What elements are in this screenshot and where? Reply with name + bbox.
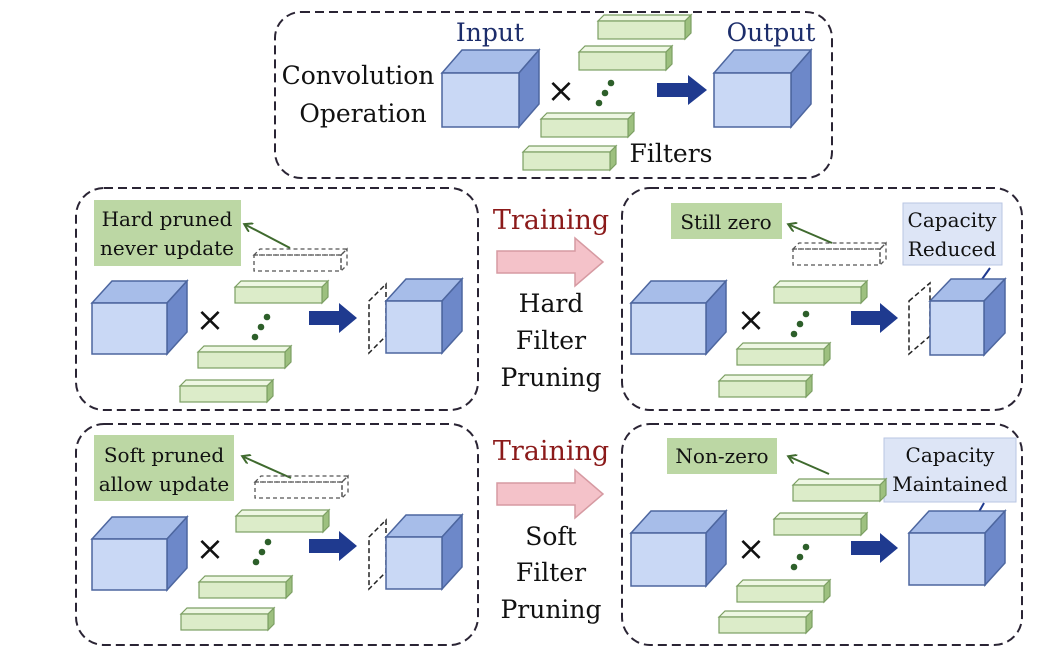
input-feature-cube: [90, 515, 189, 592]
filter-bar: [539, 111, 636, 139]
filter-bar: [234, 508, 331, 534]
input-feature-cube: [90, 279, 189, 356]
right-arrow-icon: [851, 533, 898, 563]
right-arrow-icon: [309, 531, 357, 561]
multiply-sign: ×: [737, 529, 766, 569]
filter-dots: [252, 538, 272, 566]
hard-pruned-label-line1: Hard pruned: [102, 207, 233, 231]
soft-after-panel: [621, 423, 1023, 646]
input-feature-cube: [629, 279, 728, 356]
pointer-arrow-icon: [246, 225, 291, 249]
training-label: Training: [493, 436, 609, 467]
filter-bar: [596, 13, 693, 41]
right-arrow-icon: [309, 303, 357, 333]
method-label-line3: Pruning: [500, 595, 601, 624]
hard-pruned-label-box: [94, 200, 241, 266]
hard-before-panel: [75, 187, 479, 411]
convolution-label-line2: Operation: [299, 99, 426, 128]
soft-pruned-label-line1: Soft pruned: [104, 443, 225, 467]
filter-dots: [251, 313, 271, 341]
pruned-output-cube: [368, 513, 464, 591]
input-feature-cube: [440, 47, 541, 130]
filter-bar: [521, 144, 618, 172]
filter-bar: [717, 609, 814, 635]
pruned-filter-bar: [252, 247, 349, 273]
method-label-line2: Filter: [516, 558, 586, 587]
pointer-arrow-icon: [244, 457, 292, 479]
method-label-line1: Soft: [525, 522, 576, 551]
multiply-sign: ×: [196, 529, 225, 569]
pointer-arrow-icon: [790, 457, 830, 475]
input-feature-cube: [629, 509, 728, 588]
input-label: Input: [456, 18, 524, 47]
capacity-reduced-label-line2: Reduced: [908, 237, 997, 261]
pruned-filter-bar: [253, 474, 350, 500]
still-zero-label: Still zero: [680, 210, 771, 234]
still-zero-label-box: [671, 203, 782, 239]
filter-bar: [772, 279, 869, 305]
non-zero-label: Non-zero: [675, 444, 768, 468]
hard-pruned-label-line2: never update: [100, 236, 234, 260]
convolution-panel: [274, 11, 833, 179]
multiply-sign-top: ×: [547, 71, 576, 111]
filters-label: Filters: [630, 139, 713, 168]
filter-dots: [790, 543, 810, 571]
pruned-filter-bar: [791, 241, 888, 267]
pointer-arrow-icon: [790, 225, 833, 244]
full-output-cube: [907, 509, 1007, 587]
filter-dots: [595, 79, 615, 107]
soft-before-panel: [75, 423, 479, 646]
output-feature-cube: [712, 47, 813, 130]
capacity-reduced-label-box: [902, 202, 1003, 266]
filter-bar: [791, 477, 888, 503]
method-label-line2: Filter: [516, 326, 586, 355]
filter-bar: [717, 373, 814, 399]
filter-bar: [577, 44, 674, 72]
multiply-sign: ×: [737, 300, 766, 340]
filter-bar: [735, 578, 832, 604]
filter-bar: [178, 378, 275, 404]
right-arrow-icon: [657, 75, 707, 105]
training-arrow-icon: [496, 236, 605, 288]
pruned-output-cube: [368, 277, 464, 355]
method-label-line3: Pruning: [500, 363, 601, 392]
convolution-label-line1: Convolution: [282, 61, 435, 90]
soft-pruned-label-box: [94, 435, 234, 501]
filter-bar: [196, 344, 293, 370]
filter-bar: [772, 511, 869, 537]
training-arrow-icon: [496, 468, 605, 520]
right-arrow-icon: [851, 303, 898, 333]
capacity-maintained-label-line2: Maintained: [892, 472, 1008, 496]
method-label-line1: Hard: [519, 289, 584, 318]
output-label: Output: [727, 18, 816, 47]
filter-dots: [790, 310, 810, 338]
filter-bar: [197, 574, 294, 600]
pruned-output-cube: [908, 277, 1007, 357]
soft-pruned-label-line2: allow update: [99, 472, 230, 496]
filter-bar: [179, 606, 276, 632]
filter-bar: [233, 279, 330, 305]
multiply-sign: ×: [196, 300, 225, 340]
training-label: Training: [493, 205, 609, 236]
hard-after-panel: [621, 187, 1023, 411]
non-zero-label-box: [667, 438, 777, 474]
capacity-maintained-label-line1: Capacity: [906, 443, 996, 467]
capacity-reduced-label-line1: Capacity: [908, 208, 998, 232]
filter-bar: [735, 341, 832, 367]
capacity-maintained-label-box: [883, 437, 1017, 503]
